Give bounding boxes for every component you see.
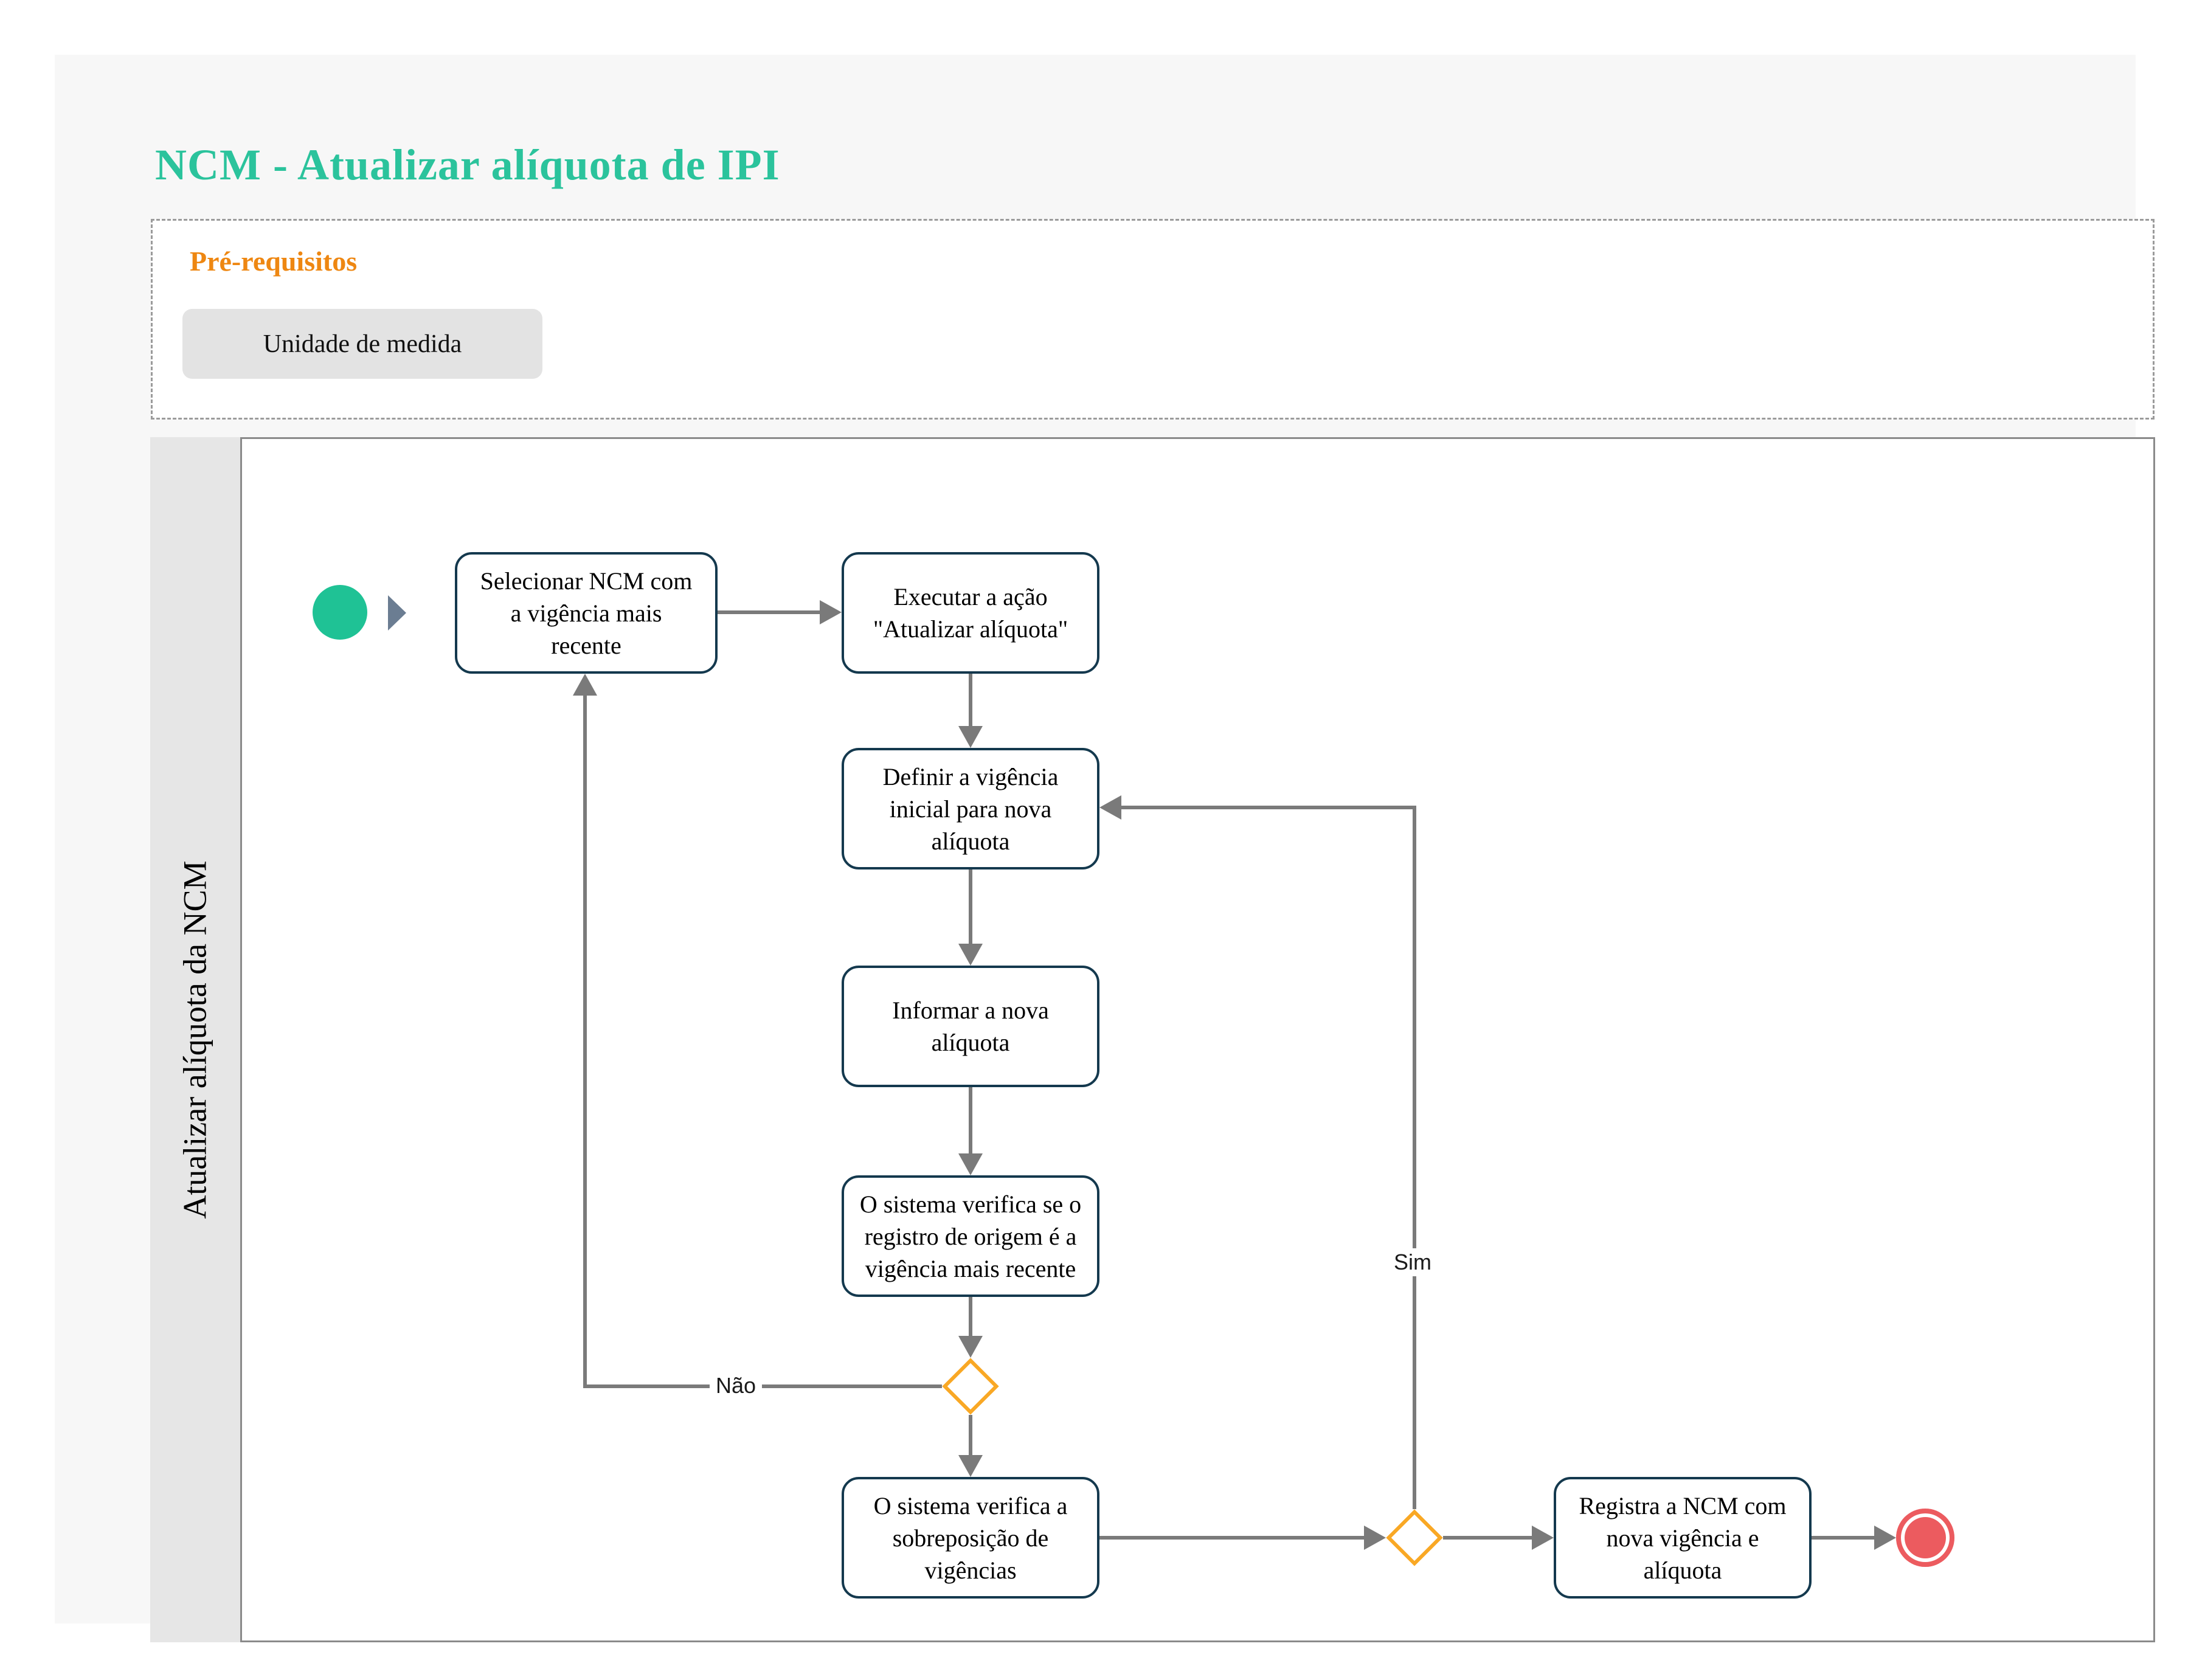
end-event-icon[interactable] <box>1896 1509 1954 1567</box>
page-title: NCM - Atualizar alíquota de IPI <box>155 140 780 189</box>
task-execute-action[interactable]: Executar a ação "Atualizar alíquota" <box>842 552 1099 674</box>
prerequisites-panel: Pré-requisitos Unidade de medida <box>151 219 2155 420</box>
start-marker-triangle-icon <box>388 595 406 631</box>
task-register-ncm[interactable]: Registra a NCM com nova vigência e alíqu… <box>1554 1477 1812 1599</box>
edge-label-yes: Sim <box>1388 1248 1438 1276</box>
task-check-overlap[interactable]: O sistema verifica a sobreposição de vig… <box>842 1477 1099 1599</box>
prerequisites-heading: Pré-requisitos <box>190 246 358 277</box>
swimlane-header: Atualizar alíquota da NCM <box>150 437 240 1642</box>
task-check-origin[interactable]: O sistema verifica se o registro de orig… <box>842 1175 1099 1297</box>
content-card: NCM - Atualizar alíquota de IPI Pré-requ… <box>55 55 2155 1642</box>
prerequisite-chip-unidade-de-medida[interactable]: Unidade de medida <box>182 309 542 379</box>
swimlane-label: Atualizar alíquota da NCM <box>177 860 213 1219</box>
start-event-icon[interactable] <box>313 585 367 640</box>
task-define-validity[interactable]: Definir a vigência inicial para nova alí… <box>842 748 1099 869</box>
task-inform-rate[interactable]: Informar a nova alíquota <box>842 966 1099 1087</box>
edge-label-no: Não <box>709 1372 763 1400</box>
task-select-ncm[interactable]: Selecionar NCM com a vigência mais recen… <box>455 552 718 674</box>
